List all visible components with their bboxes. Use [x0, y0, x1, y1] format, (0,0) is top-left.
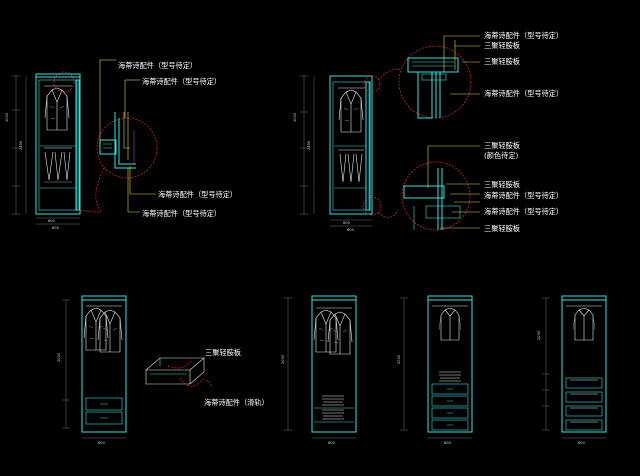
bottom-elevation-1: 2000 600 [57, 295, 127, 445]
callout-label: 三聚轻胺板 [484, 224, 520, 233]
callout-label: 海蒂诗配件（型号待定） [142, 77, 221, 86]
callout-label: 三聚轻胺板 [484, 57, 520, 66]
callout-label: 三聚轻胺板 [484, 141, 520, 150]
svg-text:2000: 2000 [5, 112, 9, 122]
bottom-elevation-2: 2000 600 [281, 295, 357, 445]
bottom-elevation-4: 2000 600 [537, 295, 607, 445]
svg-text:2450: 2450 [307, 140, 311, 150]
top-right-upper-detail: 海蒂诗配件（型号待定） 三聚轻胺板 三聚轻胺板 海蒂诗配件（型号待定） [398, 31, 563, 119]
callout-label: 三聚轻胺板 [484, 180, 520, 189]
drawer-detail: 三聚轻胺板 海蒂诗配件（滑轨） [145, 348, 269, 407]
dim-label: 600 [578, 441, 586, 445]
svg-text:2450: 2450 [19, 140, 23, 150]
top-right-section-elevation: 2000 2450 600 600 [293, 68, 401, 232]
callout-label: (颜色待定) [484, 151, 519, 160]
bottom-elevation-3: 2000 600 [397, 295, 473, 445]
dim-label: 600 [48, 219, 56, 223]
dim-label: 600 [347, 228, 355, 232]
svg-text:2000: 2000 [397, 354, 401, 364]
callout-label: 海蒂诗配件（型号待定） [484, 31, 563, 40]
dim-label: 600 [444, 441, 452, 445]
svg-text:2000: 2000 [57, 352, 61, 362]
callout-label: 海蒂诗配件（滑轨） [204, 398, 269, 407]
callout-label: 海蒂诗配件（型号待定） [158, 190, 237, 199]
svg-text:2000: 2000 [293, 112, 297, 122]
callout-label: 海蒂诗配件（型号待定） [484, 89, 563, 98]
dim-label: 600 [328, 441, 336, 445]
dim-label: 600 [343, 221, 351, 225]
top-left-section-elevation: 2000 2450 600 600 [5, 71, 81, 230]
top-left-detail-callout: 海蒂诗配件（型号待定） 海蒂诗配件（型号待定） 海蒂诗配件（型号待定） 海蒂诗配… [77, 59, 237, 218]
dim-label: 600 [98, 441, 106, 445]
callout-label: 海蒂诗配件（型号待定） [484, 207, 563, 216]
top-right-lower-detail: 三聚轻胺板 (颜色待定) 三聚轻胺板 海蒂诗配件（型号待定） 海蒂诗配件（型号待… [401, 141, 563, 233]
svg-text:2000: 2000 [281, 354, 285, 364]
svg-text:2000: 2000 [537, 330, 541, 340]
callout-label: 海蒂诗配件（型号待定） [118, 61, 197, 70]
callout-label: 海蒂诗配件（型号待定） [484, 191, 563, 200]
dim-label: 600 [52, 226, 60, 230]
callout-label: 三聚轻胺板 [205, 348, 241, 357]
callout-label: 海蒂诗配件（型号待定） [142, 209, 221, 218]
callout-label: 三聚轻胺板 [484, 41, 520, 50]
